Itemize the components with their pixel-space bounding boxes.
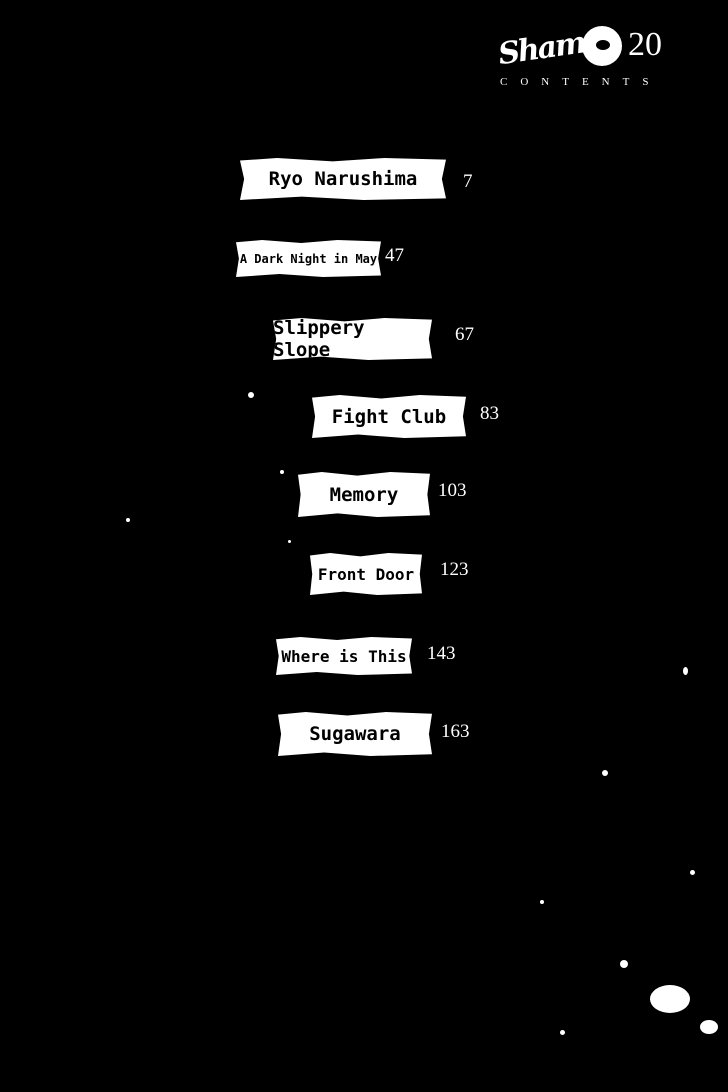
volume-number: 20 <box>628 26 662 63</box>
toc-entry-title[interactable]: Front Door <box>310 553 422 595</box>
toc-entry-title[interactable]: Ryo Narushima <box>240 158 446 200</box>
toc-entry-title[interactable]: Slippery Slope <box>273 318 432 360</box>
splatter-dot <box>540 900 544 904</box>
splatter-dot <box>560 1030 565 1035</box>
toc-entry-page: 67 <box>455 324 474 345</box>
splatter-dot <box>683 667 688 675</box>
toc-entry-page: 103 <box>438 480 467 501</box>
toc-entry-title[interactable]: Fight Club <box>312 395 466 438</box>
toc-entry-page: 123 <box>440 559 469 580</box>
contents-heading: CONTENTS <box>500 76 662 88</box>
splatter-dot <box>126 518 130 522</box>
toc-entry-page: 47 <box>385 245 404 266</box>
toc-entry-title[interactable]: Where is This <box>276 637 412 675</box>
splatter-dot <box>690 870 695 875</box>
splatter-dot <box>700 1020 718 1034</box>
splatter-dot <box>650 985 690 1013</box>
series-logo: Shamo 20 CONTENTS <box>496 23 678 96</box>
toc-entry-title[interactable]: Memory <box>298 472 430 517</box>
toc-entry-page: 163 <box>441 721 470 742</box>
splatter-dot <box>288 540 291 543</box>
splatter-dot <box>248 392 254 398</box>
splatter-dot <box>620 960 628 968</box>
logo-circle-icon <box>582 26 622 66</box>
toc-entry-page: 7 <box>463 171 473 192</box>
splatter-dot <box>602 770 608 776</box>
toc-entry-page: 83 <box>480 403 499 424</box>
toc-entry-title[interactable]: Sugawara <box>278 712 432 756</box>
toc-entry-title[interactable]: A Dark Night in May <box>236 240 381 277</box>
splatter-dot <box>280 470 284 474</box>
toc-entry-page: 143 <box>427 643 456 664</box>
